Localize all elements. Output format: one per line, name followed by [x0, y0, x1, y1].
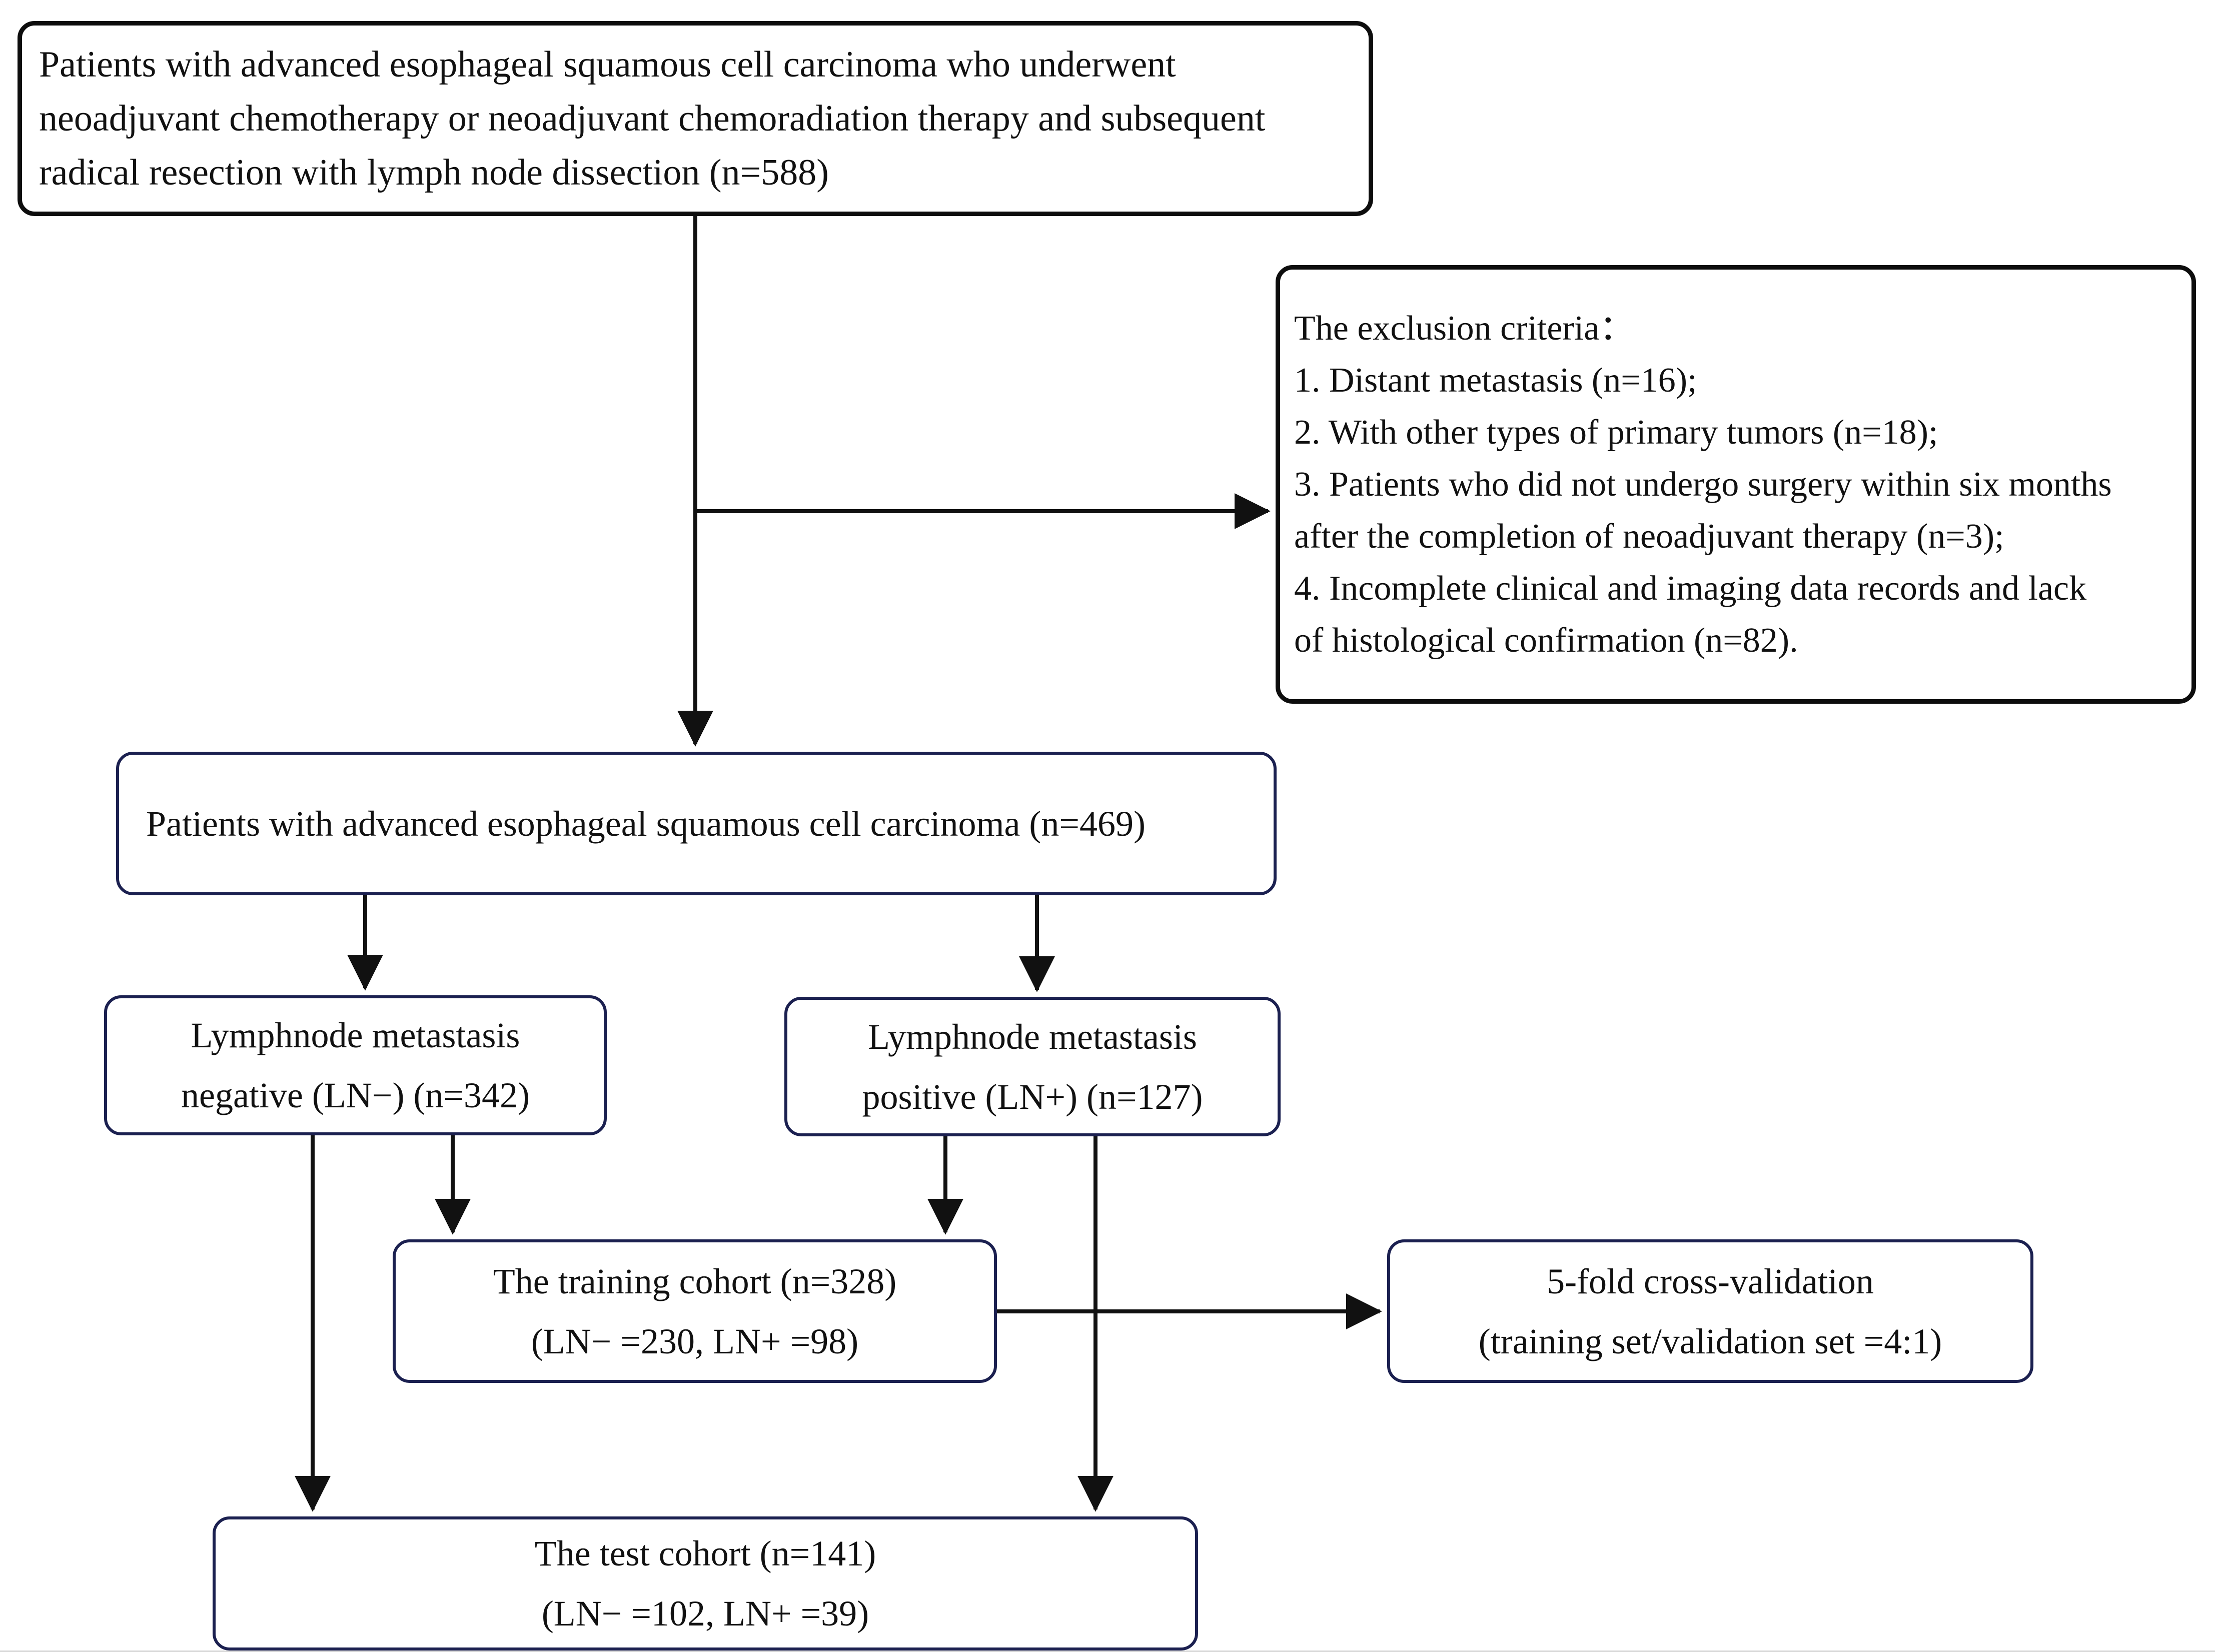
exclusion-item-4b: of histological confirmation (n=82). — [1294, 621, 1798, 660]
training-cohort-line-1: The training cohort (n=328) — [493, 1261, 897, 1301]
included-patients-box: Patients with advanced esophageal squamo… — [116, 752, 1277, 895]
ln-negative-line-1: Lymphnode metastasis — [191, 1015, 520, 1055]
page-baseline-rule — [0, 1650, 2215, 1652]
ln-negative-line-2: negative (LN−) (n=342) — [181, 1075, 530, 1115]
exclusion-heading: The exclusion criteria： — [1294, 309, 1635, 348]
exclusion-item-3b: after the completion of neoadjuvant ther… — [1294, 517, 2004, 556]
ln-positive-line-2: positive (LN+) (n=127) — [862, 1076, 1203, 1117]
ln-positive-line-1: Lymphnode metastasis — [868, 1016, 1197, 1057]
exclusion-item-1: 1. Distant metastasis (n=16); — [1294, 361, 1697, 400]
training-cohort-box: The training cohort (n=328) (LN− =230, L… — [393, 1239, 997, 1383]
enrolled-line-1: Patients with advanced esophageal squamo… — [39, 44, 1176, 85]
test-cohort-line-2: (LN− =102, LN+ =39) — [541, 1593, 869, 1633]
test-cohort-line-1: The test cohort (n=141) — [534, 1533, 876, 1573]
exclusion-item-4a: 4. Incomplete clinical and imaging data … — [1294, 569, 2087, 608]
exclusion-item-3a: 3. Patients who did not undergo surgery … — [1294, 465, 2112, 504]
enrolled-line-3: radical resection with lymph node dissec… — [39, 152, 829, 193]
ln-positive-box: Lymphnode metastasis positive (LN+) (n=1… — [784, 997, 1281, 1136]
cross-validation-line-1: 5-fold cross-validation — [1547, 1261, 1874, 1301]
enrolled-patients-box: Patients with advanced esophageal squamo… — [18, 21, 1373, 216]
cross-validation-line-2: (training set/validation set =4:1) — [1478, 1321, 1942, 1361]
exclusion-criteria-box: The exclusion criteria： 1. Distant metas… — [1276, 265, 2196, 704]
ln-negative-box: Lymphnode metastasis negative (LN−) (n=3… — [104, 995, 607, 1135]
test-cohort-box: The test cohort (n=141) (LN− =102, LN+ =… — [213, 1516, 1198, 1650]
exclusion-item-2: 2. With other types of primary tumors (n… — [1294, 413, 1938, 452]
cross-validation-box: 5-fold cross-validation (training set/va… — [1387, 1239, 2033, 1383]
training-cohort-line-2: (LN− =230, LN+ =98) — [531, 1321, 859, 1361]
enrolled-line-2: neoadjuvant chemotherapy or neoadjuvant … — [39, 98, 1266, 139]
included-line-1: Patients with advanced esophageal squamo… — [146, 803, 1146, 844]
